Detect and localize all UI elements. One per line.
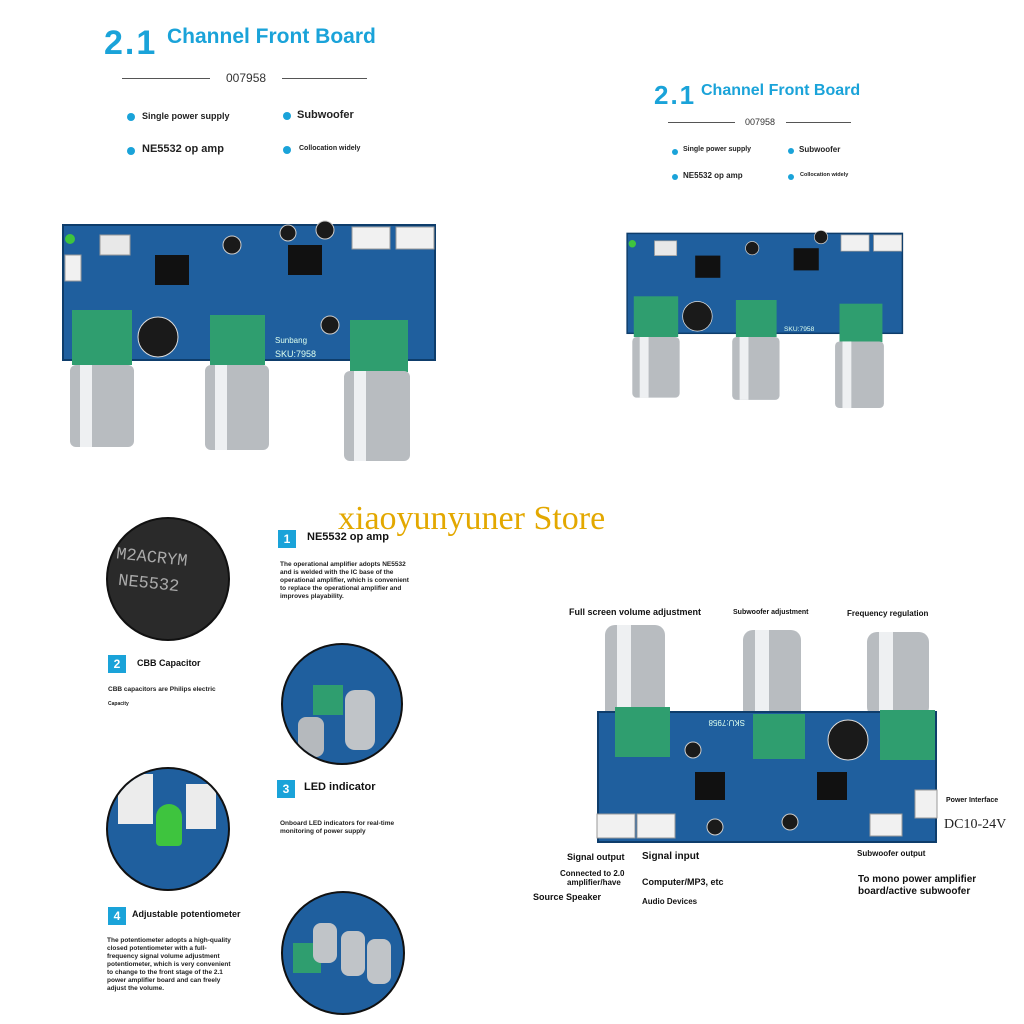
capacitor-closeup	[281, 643, 403, 765]
title-text-small: Channel Front Board	[701, 82, 861, 99]
label-signal-input-desc: Computer/MP3, etc	[642, 877, 724, 887]
divider-right	[282, 78, 367, 79]
section-desc: The operational amplifier adopts NE5532 …	[280, 561, 409, 600]
board-image-diagram: SKU:7958	[596, 625, 938, 843]
product-code-small: 007958	[745, 117, 776, 127]
label-signal-input-desc: Audio Devices	[642, 897, 698, 906]
board-image-large: Sunbang SKU:7958	[62, 220, 436, 461]
divider-right-small	[786, 122, 851, 123]
feature-dot	[283, 112, 291, 120]
title-text: Channel Front Board	[167, 25, 376, 48]
feature-dot	[788, 174, 794, 180]
label-signal-output-desc: Source Speaker	[533, 892, 602, 902]
feature-label: Subwoofer	[297, 109, 354, 121]
feature-dot	[283, 146, 291, 154]
section-desc-2: Capacity	[108, 701, 129, 707]
title-number: 2.1	[104, 24, 158, 62]
feature-label: Subwoofer	[799, 145, 841, 154]
label-frequency: Frequency regulation	[847, 609, 929, 618]
label-subwoofer-output-desc: board/active subwoofer	[858, 886, 971, 897]
section-desc: CBB capacitors are Philips electric	[108, 686, 216, 693]
section-title: NE5532 op amp	[307, 531, 389, 543]
chip-marking: NE5532	[117, 571, 181, 598]
divider-left	[122, 78, 210, 79]
feature-label: NE5532 op amp	[142, 143, 224, 155]
label-subwoofer-adjust: Subwoofer adjustment	[733, 609, 809, 616]
section-number: 3	[277, 780, 295, 798]
feature-dot	[672, 174, 678, 180]
section-number: 4	[108, 907, 126, 925]
section-number: 1	[278, 530, 296, 548]
store-watermark: xiaoyunyuner Store	[338, 500, 606, 537]
chip-marking-top: M2ACRYM	[115, 545, 189, 572]
section-desc: The potentiometer adopts a high-quality …	[107, 937, 231, 992]
led-closeup	[106, 767, 230, 891]
label-subwoofer-output-desc: To mono power amplifier	[858, 874, 977, 885]
svg-text:SKU:7958: SKU:7958	[708, 718, 745, 727]
svg-text:SKU:7958: SKU:7958	[784, 326, 815, 333]
label-voltage: DC10-24V	[944, 817, 1007, 832]
section-title: CBB Capacitor	[137, 658, 201, 668]
section-title: LED indicator	[304, 781, 376, 793]
label-signal-input: Signal input	[642, 851, 700, 862]
label-power-interface: Power Interface	[946, 797, 999, 804]
feature-dot	[788, 148, 794, 154]
feature-dot	[127, 113, 135, 121]
board-image-small: SKU:7958	[626, 230, 904, 409]
feature-dot	[672, 149, 678, 155]
feature-dot	[127, 147, 135, 155]
feature-label: Collocation widely	[299, 145, 361, 152]
label-full-volume: Full screen volume adjustment	[569, 607, 702, 617]
potentiometer-closeup	[281, 891, 405, 1015]
section-title: Adjustable potentiometer	[132, 909, 241, 919]
feature-label: NE5532 op amp	[683, 171, 743, 180]
label-signal-output-desc: amplifier/have	[567, 878, 621, 887]
svg-text:SKU:7958: SKU:7958	[275, 349, 316, 359]
label-subwoofer-output: Subwoofer output	[857, 849, 926, 858]
svg-text:Sunbang: Sunbang	[275, 336, 307, 345]
label-signal-output-desc: Connected to 2.0	[560, 869, 625, 878]
divider-left-small	[668, 122, 735, 123]
chip-closeup: M2ACRYM NE5532	[106, 517, 230, 641]
title-number-small: 2.1	[654, 80, 697, 110]
product-code: 007958	[226, 71, 267, 85]
label-signal-output: Signal output	[567, 852, 625, 862]
feature-label: Collocation widely	[800, 172, 849, 178]
section-desc: Onboard LED indicators for real-time mon…	[280, 820, 395, 835]
feature-label: Single power supply	[683, 146, 752, 153]
feature-label: Single power supply	[142, 111, 230, 121]
section-number: 2	[108, 655, 126, 673]
